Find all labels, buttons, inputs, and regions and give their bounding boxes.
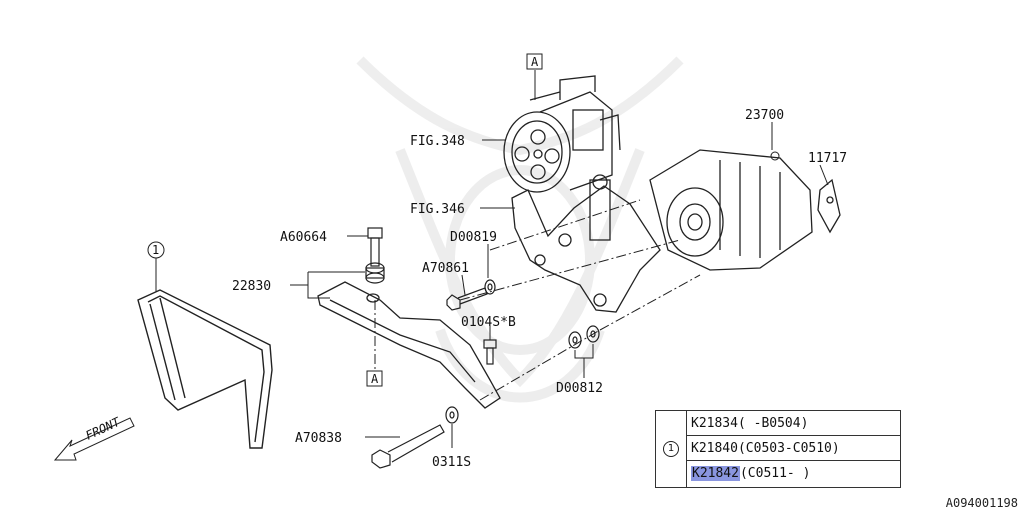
alternator [649, 149, 813, 271]
part-number: K21834 [691, 415, 738, 431]
power-steering-pump [503, 75, 621, 193]
front-arrow [53, 417, 135, 461]
fig346-label: FIG.346 [410, 202, 465, 217]
parts-table-row[interactable]: K21840(C0503-C0510) [687, 436, 900, 461]
marker-a-bottom-label: A [371, 372, 379, 386]
p0311S-label: 0311S [432, 455, 471, 470]
bolt-a60664 [367, 227, 383, 267]
parts-table-ref-cell: 1 [656, 411, 687, 487]
ref-circle-belt [147, 241, 165, 259]
p0104S-label: 0104S*B [461, 315, 516, 330]
p23700-stud [770, 151, 780, 161]
marker-a-top-label: A [531, 55, 539, 69]
centerlines [374, 199, 701, 401]
pD00812-leader [574, 344, 594, 378]
part-range: (C0511- ) [739, 466, 811, 481]
part-number: K21840 [691, 440, 738, 456]
pD00812-label: D00812 [556, 381, 603, 396]
front-arrow-label: FRONT [83, 414, 122, 442]
pA70861-label: A70861 [422, 261, 469, 276]
parts-table-ref-circle: 1 [663, 441, 679, 457]
parts-table-row-selected[interactable]: K21842(C0511- ) [687, 461, 900, 486]
parts-table-row[interactable]: K21834( -B0504) [687, 411, 900, 436]
p23700-label: 23700 [745, 108, 784, 123]
part-range: ( -B0504) [737, 415, 809, 431]
p22830-label: 22830 [232, 279, 271, 294]
washer-0311s [445, 406, 459, 424]
washers-d00812 [568, 325, 600, 349]
p11717-leader [819, 164, 829, 186]
diagram-code: A094001198 [945, 496, 1018, 510]
parts-table: 1 K21834( -B0504) K21840(C0503-C0510) K2… [655, 410, 901, 488]
ref-circle-belt-label: 1 [152, 243, 159, 257]
adjuster-bracket-22830 [317, 281, 501, 409]
fig348-label: FIG.348 [410, 134, 465, 149]
marker-a-top-box [526, 53, 543, 70]
pA70838-label: A70838 [295, 431, 342, 446]
pA60664-label: A60664 [280, 230, 327, 245]
pD00819-label: D00819 [450, 230, 497, 245]
pump-bracket [511, 174, 661, 313]
part-number-highlighted[interactable]: K21842 [691, 466, 740, 481]
bolt-a70861 [446, 287, 488, 311]
marker-a-bottom-box [366, 370, 383, 387]
p22830-leader [290, 271, 365, 299]
p11717-label: 11717 [808, 151, 847, 166]
clip-11717 [817, 178, 841, 234]
bushing [365, 262, 385, 284]
drive-belt [137, 289, 273, 449]
part-range: (C0503-C0510) [737, 440, 840, 456]
pA70861-leader [461, 274, 466, 296]
bolt-a70838 [371, 424, 445, 469]
washer-d00819 [484, 279, 496, 295]
watermark-emblem [356, 56, 684, 403]
